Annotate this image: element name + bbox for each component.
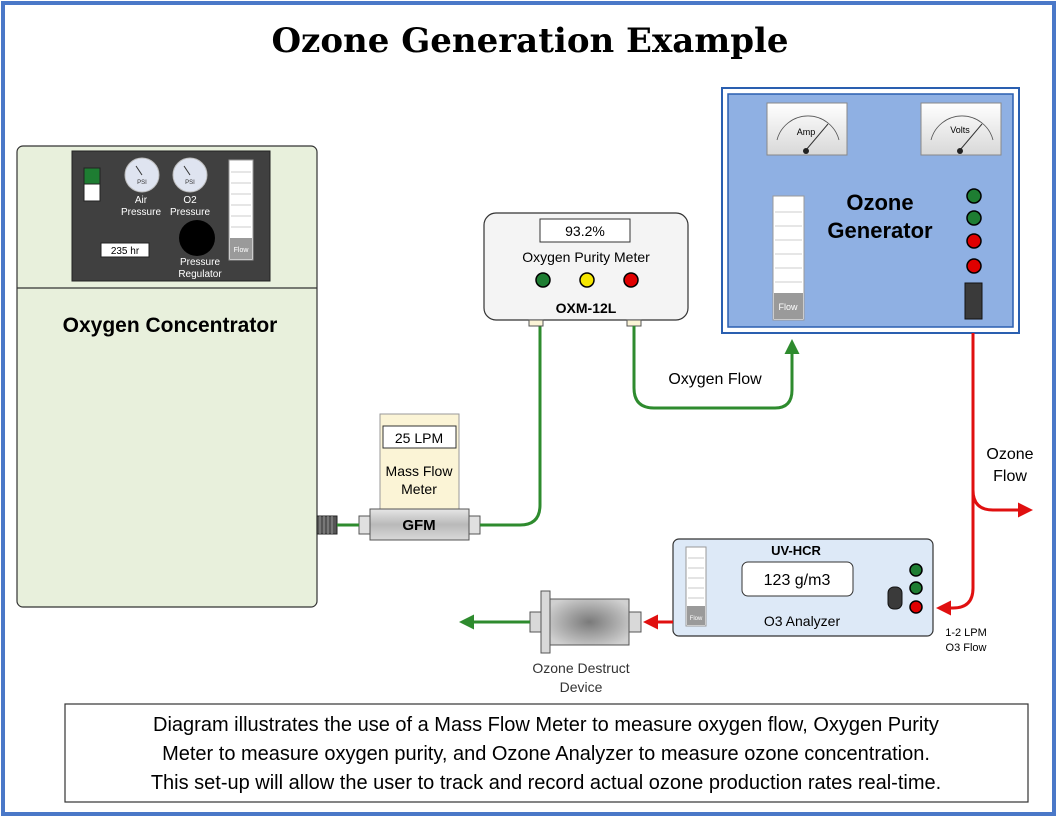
generator-light-4	[966, 258, 982, 274]
mass-flow-reading: 25 LPM	[395, 430, 443, 446]
svg-text:PSI: PSI	[185, 180, 195, 186]
pressure-regulator-knob[interactable]	[179, 220, 215, 256]
caption-line-1: Diagram illustrates the use of a Mass Fl…	[153, 714, 939, 736]
volts-meter: Volts	[920, 102, 1002, 156]
svg-text:Volts: Volts	[950, 125, 970, 135]
caption-box: Diagram illustrates the use of a Mass Fl…	[64, 703, 1029, 803]
generator-light-1	[966, 188, 982, 204]
destruct-body	[549, 598, 630, 646]
o3-flow-small-label-2: O3 Flow	[946, 642, 987, 654]
gfm-label: GFM	[402, 517, 435, 534]
caption-line-2: Meter to measure oxygen purity, and Ozon…	[162, 743, 930, 765]
ozone-line-generator-analyzer	[936, 333, 975, 616]
o3-flow-small-label-1: 1-2 LPM	[945, 627, 987, 639]
purity-display	[539, 218, 631, 243]
ozone-line-vent	[971, 489, 1033, 518]
purity-light-3	[623, 272, 639, 288]
mass-flow-label-1: Mass Flow	[386, 463, 454, 479]
o3-analyzer: Flow UV-HCR 123 g/m3 O3 Analyzer	[672, 538, 934, 637]
analyzer-reading: 123 g/m3	[764, 572, 831, 589]
ozone-flow-label-2: Flow	[993, 468, 1027, 485]
ozone-flow-label-1: Ozone	[986, 446, 1033, 463]
purity-label: Oxygen Purity Meter	[522, 249, 650, 265]
mass-flow-display	[382, 425, 457, 449]
diagram-title: Ozone Generation Example	[271, 21, 788, 61]
oxygen-purity-meter: 93.2% Oxygen Purity Meter OXM-12L	[483, 212, 689, 327]
purity-indicator-lights	[535, 272, 639, 288]
amp-meter: Amp	[766, 102, 848, 156]
air-pressure-gauge: PSI Air Pressure	[121, 157, 161, 218]
svg-text:Amp: Amp	[797, 127, 816, 137]
air-pressure-label-1: Air	[135, 195, 148, 206]
mass-flow-label-2: Meter	[401, 481, 437, 497]
o2-pressure-label-2: Pressure	[170, 207, 210, 218]
generator-power-switch[interactable]	[964, 282, 983, 320]
hour-meter-value: 235 hr	[111, 246, 140, 257]
ozone-destruct-device: Ozone Destruct Device	[529, 590, 642, 695]
concentrator-label: Oxygen Concentrator	[63, 314, 278, 337]
oxygen-line-gfm-purity	[480, 326, 542, 527]
analyzer-flow-tube: Flow	[685, 546, 707, 627]
analyzer-model: UV-HCR	[771, 543, 821, 558]
generator-light-2	[966, 210, 982, 226]
analyzer-light-1	[909, 563, 923, 577]
oxygen-line-purity-generator	[632, 326, 800, 410]
analyzer-label: O3 Analyzer	[764, 613, 841, 629]
svg-text:Flow: Flow	[234, 247, 250, 254]
caption-line-3: This set-up will allow the user to track…	[151, 772, 941, 794]
regulator-label-1: Pressure	[180, 257, 220, 268]
destruct-label-1: Ozone Destruct	[532, 660, 629, 676]
analyzer-light-2	[909, 581, 923, 595]
destruct-label-2: Device	[560, 679, 603, 695]
purity-model: OXM-12L	[556, 300, 617, 316]
purity-light-1	[535, 272, 551, 288]
analyzer-display	[741, 561, 854, 597]
gfm-body	[369, 508, 470, 541]
hour-meter	[100, 242, 150, 258]
generator-indicator-lights	[966, 188, 982, 274]
svg-text:Flow: Flow	[690, 616, 703, 622]
oxygen-flow-label: Oxygen Flow	[668, 371, 762, 388]
generator-label-2: Generator	[827, 218, 933, 243]
analyzer-switch[interactable]	[887, 586, 903, 610]
concentrator-control-panel: PSI Air Pressure PSI O2 Pressure	[71, 150, 271, 282]
o2-pressure-label-1: O2	[183, 195, 197, 206]
purity-reading: 93.2%	[565, 223, 605, 239]
o2-pressure-gauge: PSI O2 Pressure	[170, 157, 210, 218]
mass-flow-meter: 25 LPM Mass Flow Meter GFM	[358, 413, 481, 541]
generator-light-3	[966, 233, 982, 249]
generator-label-1: Ozone	[846, 190, 913, 215]
concentrator-outlet-fitting	[316, 515, 338, 535]
analyzer-light-3	[909, 600, 923, 614]
purity-light-2	[579, 272, 595, 288]
concentrator-flow-tube: Flow	[228, 159, 254, 261]
regulator-label-2: Regulator	[178, 269, 222, 280]
svg-text:Flow: Flow	[778, 302, 798, 312]
svg-text:PSI: PSI	[137, 180, 147, 186]
oxygen-concentrator: Oxygen Concentrator PSI Air Pressure PSI…	[16, 145, 338, 608]
generator-flow-tube: Flow	[772, 195, 805, 321]
air-pressure-label-2: Pressure	[121, 207, 161, 218]
analyzer-indicator-lights	[909, 563, 923, 614]
ozone-generator: Amp Volts Flow Ozone Generator	[721, 87, 1020, 334]
